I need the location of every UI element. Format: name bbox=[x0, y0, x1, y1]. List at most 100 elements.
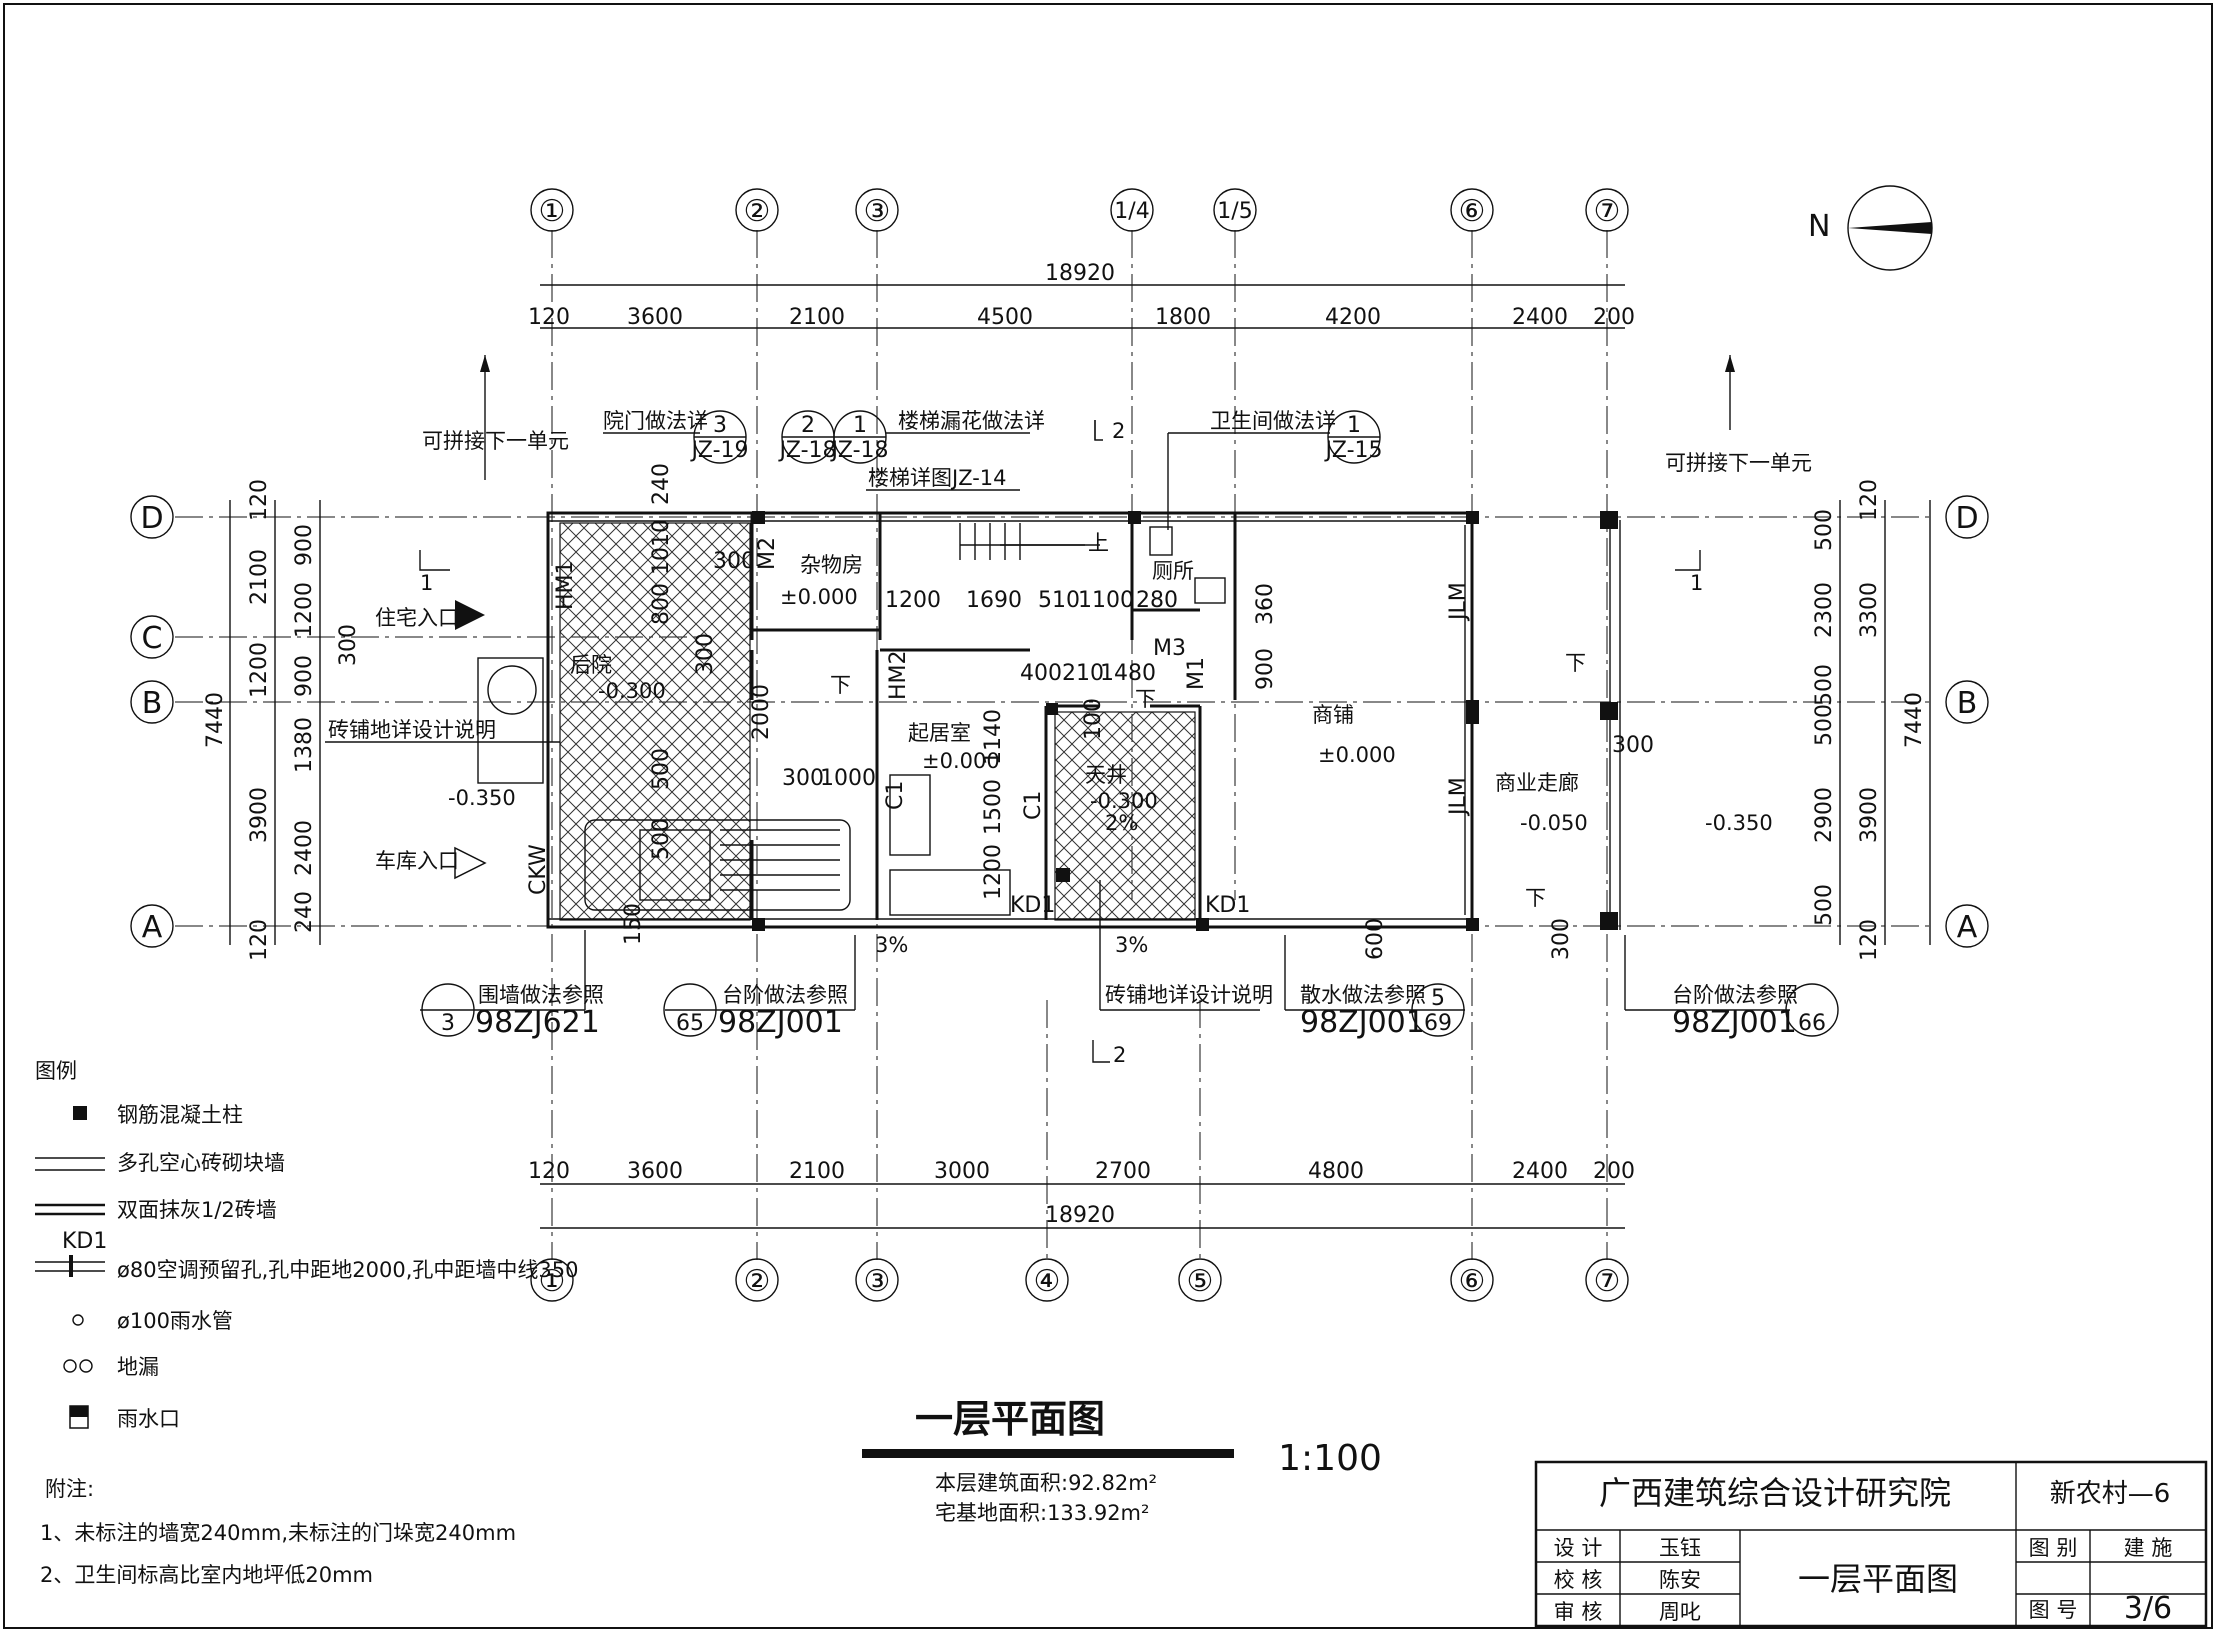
dim-int-4: 300 bbox=[693, 633, 718, 675]
outside-elev-right: -0.350 bbox=[1705, 811, 1773, 835]
dims-left: 7440 120 2100 1200 3900 120 900 1200 900… bbox=[203, 479, 361, 961]
drawing-title: 一层平面图 1:100 本层建筑面积:92.82m² 宅基地面积:133.92m… bbox=[862, 1397, 1382, 1525]
stair-detail-note: 楼梯详图JZ-14 bbox=[868, 466, 1007, 490]
axis-bubbles-rows: D C B A D B A bbox=[130, 495, 1989, 948]
tile-note-left: 砖铺地详设计说明 bbox=[328, 718, 496, 742]
floor-plan bbox=[477, 511, 1621, 931]
axis-left-d: D bbox=[140, 501, 163, 536]
dim-bottom-5: 4800 bbox=[1308, 1159, 1364, 1184]
patio-paving bbox=[1054, 711, 1196, 921]
room-storage-elev: ±0.000 bbox=[780, 585, 858, 609]
dim-int-3: 800 bbox=[649, 583, 674, 625]
step-ref2-num: 66 bbox=[1798, 1011, 1826, 1036]
dim-top-2: 2100 bbox=[789, 305, 845, 330]
basin-fixture bbox=[1194, 577, 1226, 604]
tb-check-name: 陈安 bbox=[1659, 1568, 1701, 1592]
dim-int-5: 2000 bbox=[749, 684, 774, 740]
apron-ref-num-b: 69 bbox=[1424, 1011, 1452, 1036]
axis-left-b: B bbox=[142, 686, 163, 721]
notes: 附注: 1、未标注的墙宽240mm,未标注的门垛宽240mm 2、卫生间标高比室… bbox=[40, 1477, 516, 1587]
notes-top: 可拼接下一单元 可拼接下一单元 院门做法详 3 JZ-19 2 JZ-18 1 … bbox=[325, 355, 1812, 880]
dim-right-i4: 2900 bbox=[1812, 787, 1837, 843]
dim-int-23: 1200 bbox=[981, 844, 1006, 900]
axis-top-1: ① bbox=[539, 194, 566, 229]
room-patio: 天井 bbox=[1085, 763, 1127, 787]
slope-b: 3% bbox=[1115, 933, 1148, 957]
window-c1a: C1 bbox=[883, 781, 908, 810]
room-backyard: 后院 bbox=[570, 653, 612, 677]
connect-left: 可拼接下一单元 bbox=[422, 429, 569, 453]
yard-gate-ref-num: 3 bbox=[713, 413, 727, 438]
dim-left-o2: 1200 bbox=[247, 642, 272, 698]
axis-bottom-2: ② bbox=[744, 1264, 771, 1299]
dim-left-o1: 2100 bbox=[247, 549, 272, 605]
yard-gate-note: 院门做法详 bbox=[603, 409, 708, 433]
dim-top-3: 4500 bbox=[977, 305, 1033, 330]
dim-int-13: 1100 bbox=[1078, 588, 1134, 613]
stair-rail-ref1-code: JZ-18 bbox=[777, 438, 836, 463]
axis-bubbles-bottom: ① ② ③ ④ ⑤ ⑥ ⑦ bbox=[530, 1258, 1629, 1302]
door-m1: M1 bbox=[1184, 657, 1209, 690]
area-building: 本层建筑面积:92.82m² bbox=[935, 1471, 1157, 1495]
axis-left-c: C bbox=[142, 621, 163, 656]
tb-institute: 广西建筑综合设计研究院 bbox=[1599, 1474, 1951, 1512]
section-mark-1-right: 1 bbox=[1690, 571, 1703, 595]
door-hm2: HM2 bbox=[886, 650, 911, 700]
dim-right-i1: 2300 bbox=[1812, 582, 1837, 638]
toilet-detail-note: 卫生间做法详 bbox=[1210, 409, 1336, 433]
step-ref2-note: 台阶做法参照 bbox=[1672, 983, 1798, 1007]
dim-right-i0: 500 bbox=[1812, 509, 1837, 551]
room-corridor-elev: -0.050 bbox=[1520, 811, 1588, 835]
dims-right: 500 2300 500 500 2900 500 120 3300 3900 … bbox=[1812, 479, 1931, 961]
down-2: 下 bbox=[1135, 687, 1156, 711]
dim-int-25: 600 bbox=[1363, 918, 1388, 960]
dim-int-22: 1500 bbox=[981, 779, 1006, 835]
legend-item-5: 地漏 bbox=[117, 1355, 159, 1379]
garage-entry: 车库入口 bbox=[375, 849, 459, 873]
dim-right-o3: 120 bbox=[1857, 919, 1882, 961]
stair-rail-ref2-num: 1 bbox=[853, 413, 867, 438]
door-hm1: HM1 bbox=[553, 560, 578, 610]
dim-int-26: 300 bbox=[1549, 918, 1574, 960]
drawing-scale: 1:100 bbox=[1278, 1438, 1382, 1479]
notes-bottom: 围墙做法参照 3 98ZJ621 台阶做法参照 65 98ZJ001 砖铺地详设… bbox=[420, 880, 1839, 1067]
legend-item-1: 多孔空心砖砌块墙 bbox=[117, 1151, 285, 1175]
dim-int-19: 900 bbox=[1253, 648, 1278, 690]
backyard-paving bbox=[559, 522, 751, 921]
dim-left-i4: 2400 bbox=[292, 820, 317, 876]
legend-item-6: 雨水口 bbox=[117, 1407, 180, 1431]
dims-bottom: 120 3600 2100 3000 2700 4800 2400 200 18… bbox=[528, 1159, 1635, 1229]
planter-tree bbox=[487, 665, 537, 715]
axis-bubbles-top: ① ② ③ 1/4 1/5 ⑥ ⑦ bbox=[530, 188, 1629, 232]
axis-bottom-5: ⑤ bbox=[1187, 1264, 1214, 1299]
tb-project: 新农村—6 bbox=[2050, 1479, 2171, 1509]
dim-top-5: 4200 bbox=[1325, 305, 1381, 330]
axis-right-d: D bbox=[1955, 501, 1978, 536]
stair-rail-ref1-num: 2 bbox=[801, 413, 815, 438]
toilet-fixture bbox=[1149, 526, 1173, 556]
dim-int-8: 500 bbox=[649, 748, 674, 790]
dim-bottom-total: 18920 bbox=[1045, 1203, 1115, 1228]
dim-bottom-7: 200 bbox=[1593, 1159, 1635, 1184]
dim-top-0: 120 bbox=[528, 305, 570, 330]
legend-item-0: 钢筋混凝土柱 bbox=[117, 1103, 243, 1127]
dim-bottom-4: 2700 bbox=[1095, 1159, 1151, 1184]
room-patio-elev: -0.300 bbox=[1090, 789, 1158, 813]
dim-left-i0: 900 bbox=[292, 524, 317, 566]
dim-int-27: 150 bbox=[621, 903, 646, 945]
axis-top-1-5: 1/5 bbox=[1217, 199, 1252, 224]
wall-ref-num: 3 bbox=[441, 1011, 455, 1036]
axis-top-7: ⑦ bbox=[1594, 194, 1621, 229]
north-arrow: N bbox=[1808, 185, 1933, 271]
dim-top-6: 2400 bbox=[1512, 305, 1568, 330]
dim-int-7: 1000 bbox=[820, 766, 876, 791]
axis-bottom-7: ⑦ bbox=[1594, 1264, 1621, 1299]
legend-floor-drain-icon bbox=[63, 1359, 77, 1373]
tb-review-label: 审 核 bbox=[1554, 1600, 1603, 1624]
dim-bottom-2: 2100 bbox=[789, 1159, 845, 1184]
axis-top-1-4: 1/4 bbox=[1114, 199, 1149, 224]
dim-bottom-3: 3000 bbox=[934, 1159, 990, 1184]
legend-downpipe-icon bbox=[72, 1314, 84, 1326]
apron-ref-num-a: 5 bbox=[1431, 986, 1445, 1011]
apron-ref-code: 98ZJ001 bbox=[1300, 1005, 1425, 1040]
